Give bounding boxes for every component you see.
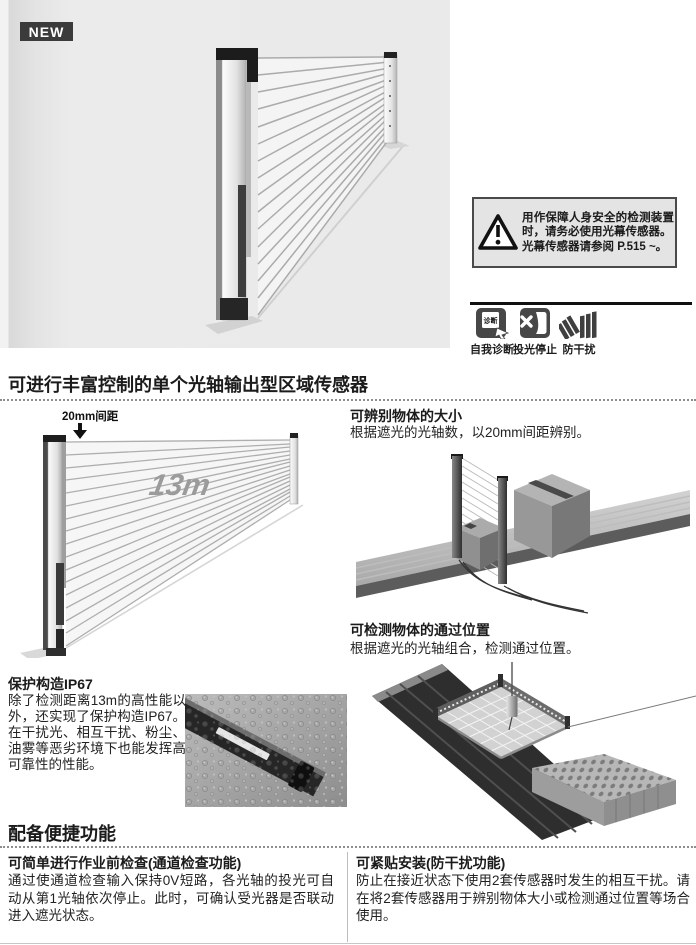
new-badge: NEW <box>20 22 73 41</box>
pitch-label: 20mm间距 <box>62 409 119 423</box>
feature1-title: 可辨别物体的大小 <box>350 408 462 424</box>
interference-prevention-label: 防干扰 <box>562 344 596 356</box>
light-beams <box>257 56 390 316</box>
grid-tray <box>433 674 570 760</box>
self-diagnosis-glyph-text: 诊断 <box>484 316 498 325</box>
light-beams <box>65 439 291 647</box>
feature-interference-prevention: 防干扰 <box>556 308 602 357</box>
feature1-body: 根据遮光的光轴数，以20mm间距辨别。 <box>350 425 591 440</box>
emitter-post <box>43 435 66 656</box>
ip67-photo <box>185 694 347 807</box>
parts-block <box>532 754 676 826</box>
warning-text-ref: 光幕传感器请参阅 P.515 ~。 <box>522 240 668 253</box>
curtain-range-illustration: 20mm间距 <box>20 409 304 658</box>
emitter-post <box>216 48 258 321</box>
feature-emission-stop: 投光停止 <box>512 308 558 357</box>
self-diagnosis-icon: 诊断 <box>476 308 509 339</box>
section1-title: 可进行丰富控制的单个光轴输出型区域传感器 <box>8 375 368 395</box>
section1-divider <box>0 399 696 401</box>
emission-stop-icon <box>520 308 550 338</box>
page-bottom-rule <box>0 943 696 944</box>
column-divider <box>347 852 348 942</box>
pass-position-illustration <box>372 662 696 840</box>
interference-prevention-icon <box>559 311 597 339</box>
section2-title: 配备便捷功能 <box>8 824 116 844</box>
section2-divider <box>0 846 696 848</box>
cables <box>458 559 589 614</box>
feature4-body: 通过使通道检查输入保持0V短路，各光轴的投光可自动从第1光轴依次停止。此时，可确… <box>8 873 334 923</box>
receiver-post <box>383 52 398 144</box>
feature3-body: 除了检测距离13m的高性能以外，还实现了保护构造IP67。在干扰光、相互干扰、粉… <box>8 693 186 772</box>
range-label: 13m <box>147 469 213 502</box>
sensor-posts <box>451 454 508 584</box>
feature5-title: 可紧贴安装(防干扰功能) <box>356 855 506 871</box>
pick-tool <box>506 662 518 731</box>
light-curtain-product-image <box>205 48 410 334</box>
feature2-title: 可检测物体的通过位置 <box>350 622 490 638</box>
safety-warning-box: 用作保障人身安全的检测装置时，请务必使用光幕传感器。 光幕传感器请参阅 P.51… <box>472 197 677 268</box>
feature3-title: 保护构造IP67 <box>8 676 93 692</box>
icon-strip-rule <box>470 302 692 305</box>
emission-stop-label: 投光停止 <box>513 344 557 356</box>
product-photo-area: NEW <box>0 0 450 348</box>
receiver-post <box>289 433 299 505</box>
feature-self-diagnosis: 诊断 自我诊断 <box>468 308 516 357</box>
feature5-body: 防止在接近状态下使用2套传感器时发生的相互干扰。请在将2套传感器用于辨别物体大小… <box>356 873 690 923</box>
self-diagnosis-label: 自我诊断 <box>470 344 514 356</box>
warning-text-main: 用作保障人身安全的检测装置时，请务必使用光幕传感器。 <box>522 212 674 239</box>
feature4-title: 可简单进行作业前检查(通道检查功能) <box>8 855 242 871</box>
large-box <box>514 474 590 558</box>
feature2-body: 根据遮光的光轴组合，检测通过位置。 <box>350 641 580 656</box>
warning-triangle-icon <box>478 213 518 250</box>
object-size-illustration <box>356 454 690 614</box>
